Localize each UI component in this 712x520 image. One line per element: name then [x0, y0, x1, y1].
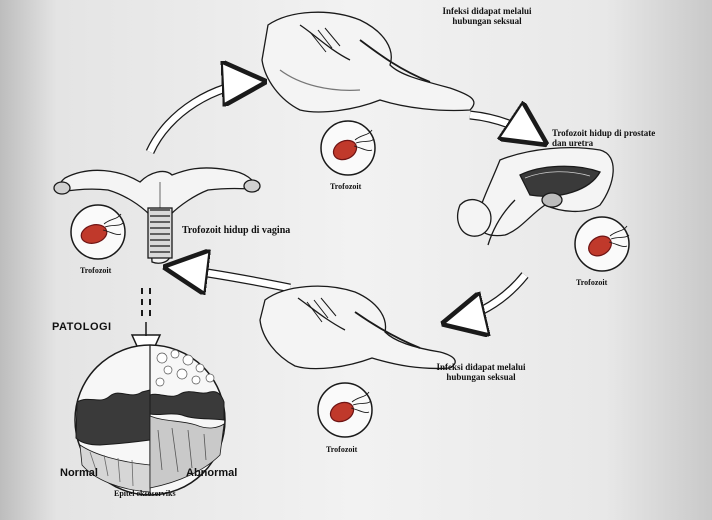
arrow-prostate-to-bottom [450, 275, 525, 322]
label-trofozoit-left: Trofozoit [80, 266, 111, 276]
label-trofozoit-vagina: Trofozoit hidup di vagina [182, 225, 332, 236]
trofozoit-circle-top [321, 121, 375, 175]
label-abnormal: Abnormal [186, 468, 237, 478]
label-infection-top: Infeksi didapat melalui hubungan seksual [432, 6, 542, 26]
trofozoit-circle-bottom [318, 383, 372, 437]
label-infection-bottom: Infeksi didapat melalui hubungan seksual [426, 362, 536, 382]
label-trofozoit-bottom: Trofozoit [326, 445, 357, 455]
pelvis-illustration-top [262, 12, 474, 112]
arrow-vagina-to-top [150, 80, 255, 150]
label-normal: Normal [60, 468, 98, 478]
trofozoit-circle-left [71, 205, 125, 259]
label-patologi: PATOLOGI [52, 322, 112, 332]
label-epitel-eksoserviks: Epitel eksoserviks [114, 489, 176, 499]
pelvis-illustration-bottom [260, 286, 455, 368]
label-trofozoit-right: Trofozoit [576, 278, 607, 288]
label-trofozoit-prostate: Trofozoit hidup di prostate dan uretra [552, 128, 672, 148]
label-trofozoit-top: Trofozoit [330, 182, 361, 192]
cycle-arrows [150, 80, 540, 322]
trofozoit-circle-right [575, 217, 629, 271]
